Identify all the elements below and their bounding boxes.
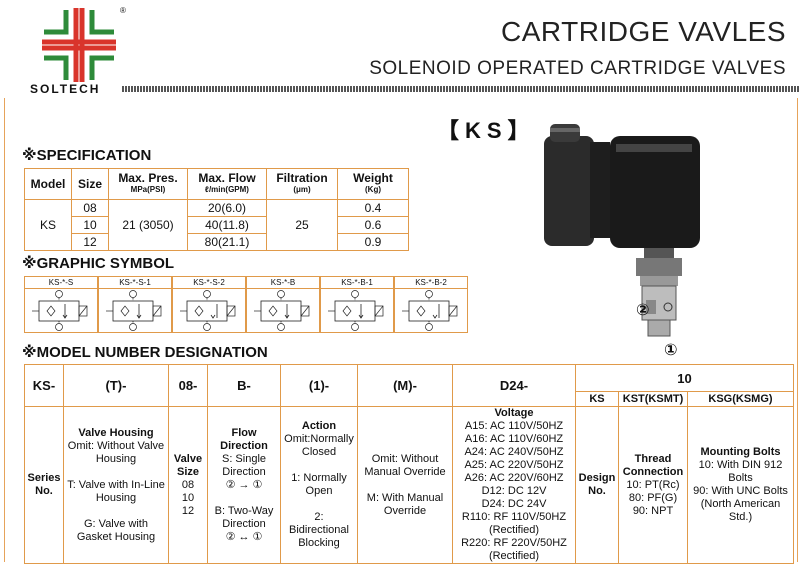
page-subtitle: SOLENOID OPERATED CARTRIDGE VALVES	[369, 58, 786, 79]
symbol-label: KS-*-S	[25, 277, 97, 289]
size-cell: 12	[71, 233, 109, 251]
symbol-drawing	[402, 290, 458, 331]
port-1-label: ①	[664, 342, 678, 359]
page-title: CARTRIDGE VAVLES	[501, 16, 786, 47]
col-size: Size	[71, 168, 109, 200]
bolts-cell: Mounting Bolts 10: With DIN 912 Bolts 90…	[687, 406, 794, 564]
code-override: (M)-	[357, 364, 453, 407]
graphic-symbol: KS-*-B-1	[320, 276, 394, 333]
code-series: KS-	[24, 364, 64, 407]
symbol-label: KS-*-B	[247, 277, 319, 289]
sub-ks: KS	[575, 391, 619, 407]
housing-cell: Valve Housing Omit: Without Valve Housin…	[63, 406, 169, 564]
graphic-heading: ※GRAPHIC SYMBOL	[22, 255, 175, 272]
sub-kst: KST(KSMT)	[618, 391, 688, 407]
code-design: 10	[575, 364, 794, 392]
content-frame	[4, 98, 798, 562]
graphic-symbol: KS-*-B-2	[394, 276, 468, 333]
series-cell: Series No.	[24, 406, 64, 564]
port-2-label: ②	[636, 302, 650, 319]
weight-cell: 0.4	[337, 199, 409, 217]
code-voltage: D24-	[452, 364, 576, 407]
action-cell: Action Omit:Normally Closed 1: Normally …	[280, 406, 358, 564]
size-cell: 08	[71, 199, 109, 217]
code-size: 08-	[168, 364, 208, 407]
sub-ksg: KSG(KSMG)	[687, 391, 794, 407]
spec-heading: ※SPECIFICATION	[22, 147, 152, 164]
col-pres: Max. Pres.MPa(PSI)	[108, 168, 188, 200]
design-cell: Design No.	[575, 406, 619, 564]
flow-cell: Flow Direction S: Single Direction ② → ①…	[207, 406, 281, 564]
table-row: 10 40(11.8) 0.6	[25, 216, 409, 234]
size-cell: Valve Size 08 10 12	[168, 406, 208, 564]
model-code: 【KS】	[437, 118, 536, 143]
voltage-cell: Voltage A15: AC 110V/50HZ A16: AC 110V/6…	[452, 406, 576, 564]
symbol-drawing	[328, 290, 384, 331]
filtration-cell: 25	[266, 199, 338, 251]
flow-cell: 80(21.1)	[187, 233, 267, 251]
override-cell: Omit: Without Manual Override M: With Ma…	[357, 406, 453, 564]
symbol-drawing	[106, 290, 162, 331]
symbol-label: KS-*-B-2	[395, 277, 467, 289]
col-model: Model	[24, 168, 72, 200]
graphic-symbol: KS-*-S-2	[172, 276, 246, 333]
thread-cell: Thread Connection 10: PT(Rc) 80: PF(G) 9…	[618, 406, 688, 564]
soltech-logo	[42, 8, 116, 82]
col-filt: Filtration(μm)	[266, 168, 338, 200]
symbol-label: KS-*-S-2	[173, 277, 245, 289]
code-flow: B-	[207, 364, 281, 407]
graphic-symbol: KS-*-B	[246, 276, 320, 333]
model-cell: KS	[24, 199, 72, 251]
code-action: (1)-	[280, 364, 358, 407]
code-housing: (T)-	[63, 364, 169, 407]
brand-name: SOLTECH	[30, 82, 101, 96]
symbol-drawing	[254, 290, 310, 331]
valve-product-image	[544, 124, 700, 337]
col-weight: Weight(Kg)	[337, 168, 409, 200]
weight-cell: 0.6	[337, 216, 409, 234]
size-cell: 10	[71, 216, 109, 234]
graphic-symbol: KS-*-S	[24, 276, 98, 333]
graphic-symbol: KS-*-S-1	[98, 276, 172, 333]
flow-cell: 20(6.0)	[187, 199, 267, 217]
symbol-drawing	[180, 290, 236, 331]
weight-cell: 0.9	[337, 233, 409, 251]
symbol-label: KS-*-S-1	[99, 277, 171, 289]
registered-mark: ®	[120, 6, 126, 15]
designation-table: KS- (T)- 08- B- (1)- (M)- D24- 10 KS KST…	[24, 364, 794, 564]
header-divider	[122, 86, 800, 92]
table-row: 12 80(21.1) 0.9	[25, 233, 409, 251]
designation-heading: ※MODEL NUMBER DESIGNATION	[22, 344, 268, 361]
symbol-drawing	[32, 290, 88, 331]
table-row: KS 08 21 (3050) 20(6.0) 25 0.4	[24, 199, 409, 251]
pressure-cell: 21 (3050)	[108, 199, 188, 251]
flow-cell: 40(11.8)	[187, 216, 267, 234]
symbol-label: KS-*-B-1	[321, 277, 393, 289]
